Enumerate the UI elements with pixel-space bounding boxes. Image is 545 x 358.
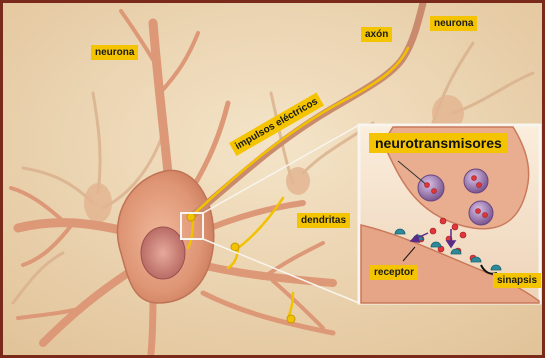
neuron-illustration (3, 3, 542, 355)
vesicle (418, 175, 444, 201)
label-neurona-top: neurona (430, 16, 477, 31)
vesicle (464, 169, 488, 193)
nucleus (141, 227, 185, 279)
label-axon: axón (361, 27, 392, 42)
vesicle (469, 201, 493, 225)
label-neurotransmisores: neurotransmisores (369, 133, 508, 153)
label-receptor: receptor (370, 265, 418, 280)
label-sinapsis: sinapsis (493, 273, 541, 288)
label-dendritas: dendritas (297, 213, 350, 228)
label-neurona-left: neurona (91, 45, 138, 60)
